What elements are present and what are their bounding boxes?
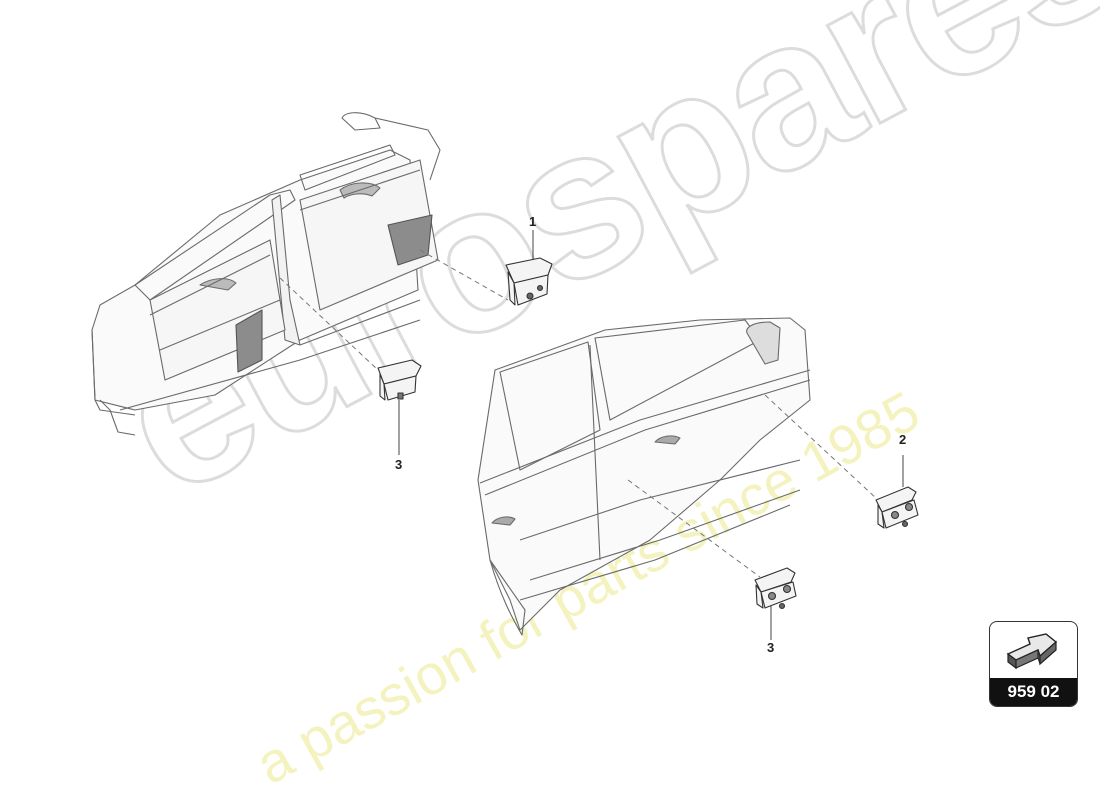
part-2-control-module (875, 486, 919, 529)
callout-2: 2 (899, 432, 907, 447)
figure-number: 959 02 (990, 678, 1077, 706)
callout-1: 1 (529, 214, 537, 229)
part-3-control-module-left (377, 359, 422, 401)
exterior-doors-illustration (477, 317, 811, 636)
arrow-right-3d-icon (1006, 633, 1058, 670)
callout-3-right: 3 (767, 640, 775, 655)
interior-doors-illustration (91, 112, 441, 436)
part-3-control-module-right (754, 567, 797, 610)
part-1-control-module (505, 257, 553, 306)
callout-3-left: 3 (395, 457, 403, 472)
figure-reference-badge: 959 02 (989, 621, 1078, 707)
